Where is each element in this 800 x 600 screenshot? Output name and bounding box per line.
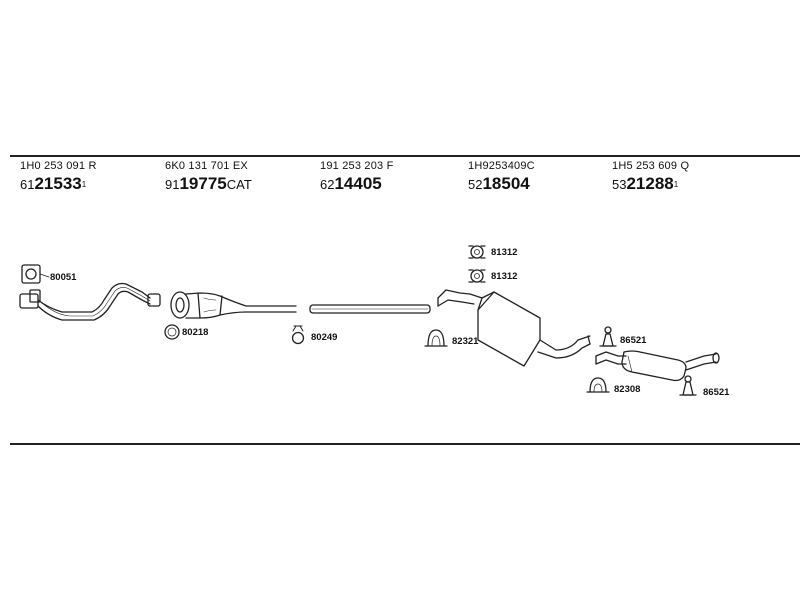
part-header-middle-muffler: 1H9253409C 5218504 bbox=[468, 160, 535, 195]
middle-pipe-icon bbox=[309, 304, 431, 314]
part-code: 6214405 bbox=[320, 174, 382, 193]
rubber-mount-icon bbox=[468, 269, 486, 283]
front-pipe-icon bbox=[19, 282, 161, 321]
pipe-clamp-icon bbox=[291, 325, 305, 345]
part-code: 53212881 bbox=[612, 174, 679, 193]
part-code: 61215331 bbox=[20, 174, 87, 193]
callout-hanger-rear-bottom: 86521 bbox=[703, 387, 730, 398]
catalytic-converter-icon bbox=[170, 291, 297, 319]
top-rule bbox=[10, 155, 800, 157]
rear-muffler-icon bbox=[595, 350, 720, 382]
part-code: 9119775CAT bbox=[165, 174, 252, 193]
oem-number: 191 253 203 F bbox=[320, 160, 394, 172]
callout-mount-top-2: 81312 bbox=[491, 271, 518, 282]
rubber-mount-icon bbox=[468, 245, 486, 259]
oem-number: 1H9253409C bbox=[468, 160, 535, 172]
sealing-ring-icon bbox=[164, 324, 180, 340]
callout-gasket-front: 80051 bbox=[50, 272, 77, 283]
rubber-hanger-icon bbox=[599, 326, 617, 347]
bottom-rule bbox=[10, 443, 800, 445]
part-header-catalyst: 6K0 131 701 EX 9119775CAT bbox=[165, 160, 252, 195]
rubber-hanger-icon bbox=[679, 375, 697, 396]
part-code: 5218504 bbox=[468, 174, 530, 193]
gasket-front-icon bbox=[21, 264, 50, 284]
part-header-front-pipe: 1H0 253 091 R 61215331 bbox=[20, 160, 97, 195]
callout-clamp-mid: 80249 bbox=[311, 332, 338, 343]
middle-muffler-icon bbox=[437, 289, 591, 367]
callout-hanger-rear-top: 86521 bbox=[620, 335, 647, 346]
callout-clamp-rear: 82308 bbox=[614, 384, 641, 395]
oem-number: 1H0 253 091 R bbox=[20, 160, 97, 172]
callout-ring-cat: 80218 bbox=[182, 327, 209, 338]
oem-number: 1H5 253 609 Q bbox=[612, 160, 690, 172]
part-header-middle-pipe: 191 253 203 F 6214405 bbox=[320, 160, 394, 195]
u-clamp-icon bbox=[424, 329, 448, 347]
part-header-rear-muffler: 1H5 253 609 Q 53212881 bbox=[612, 160, 689, 195]
oem-number: 6K0 131 701 EX bbox=[165, 160, 248, 172]
callout-mount-top-1: 81312 bbox=[491, 247, 518, 258]
u-clamp-icon bbox=[586, 377, 610, 393]
callout-clamp-mid-muffler: 82321 bbox=[452, 336, 479, 347]
